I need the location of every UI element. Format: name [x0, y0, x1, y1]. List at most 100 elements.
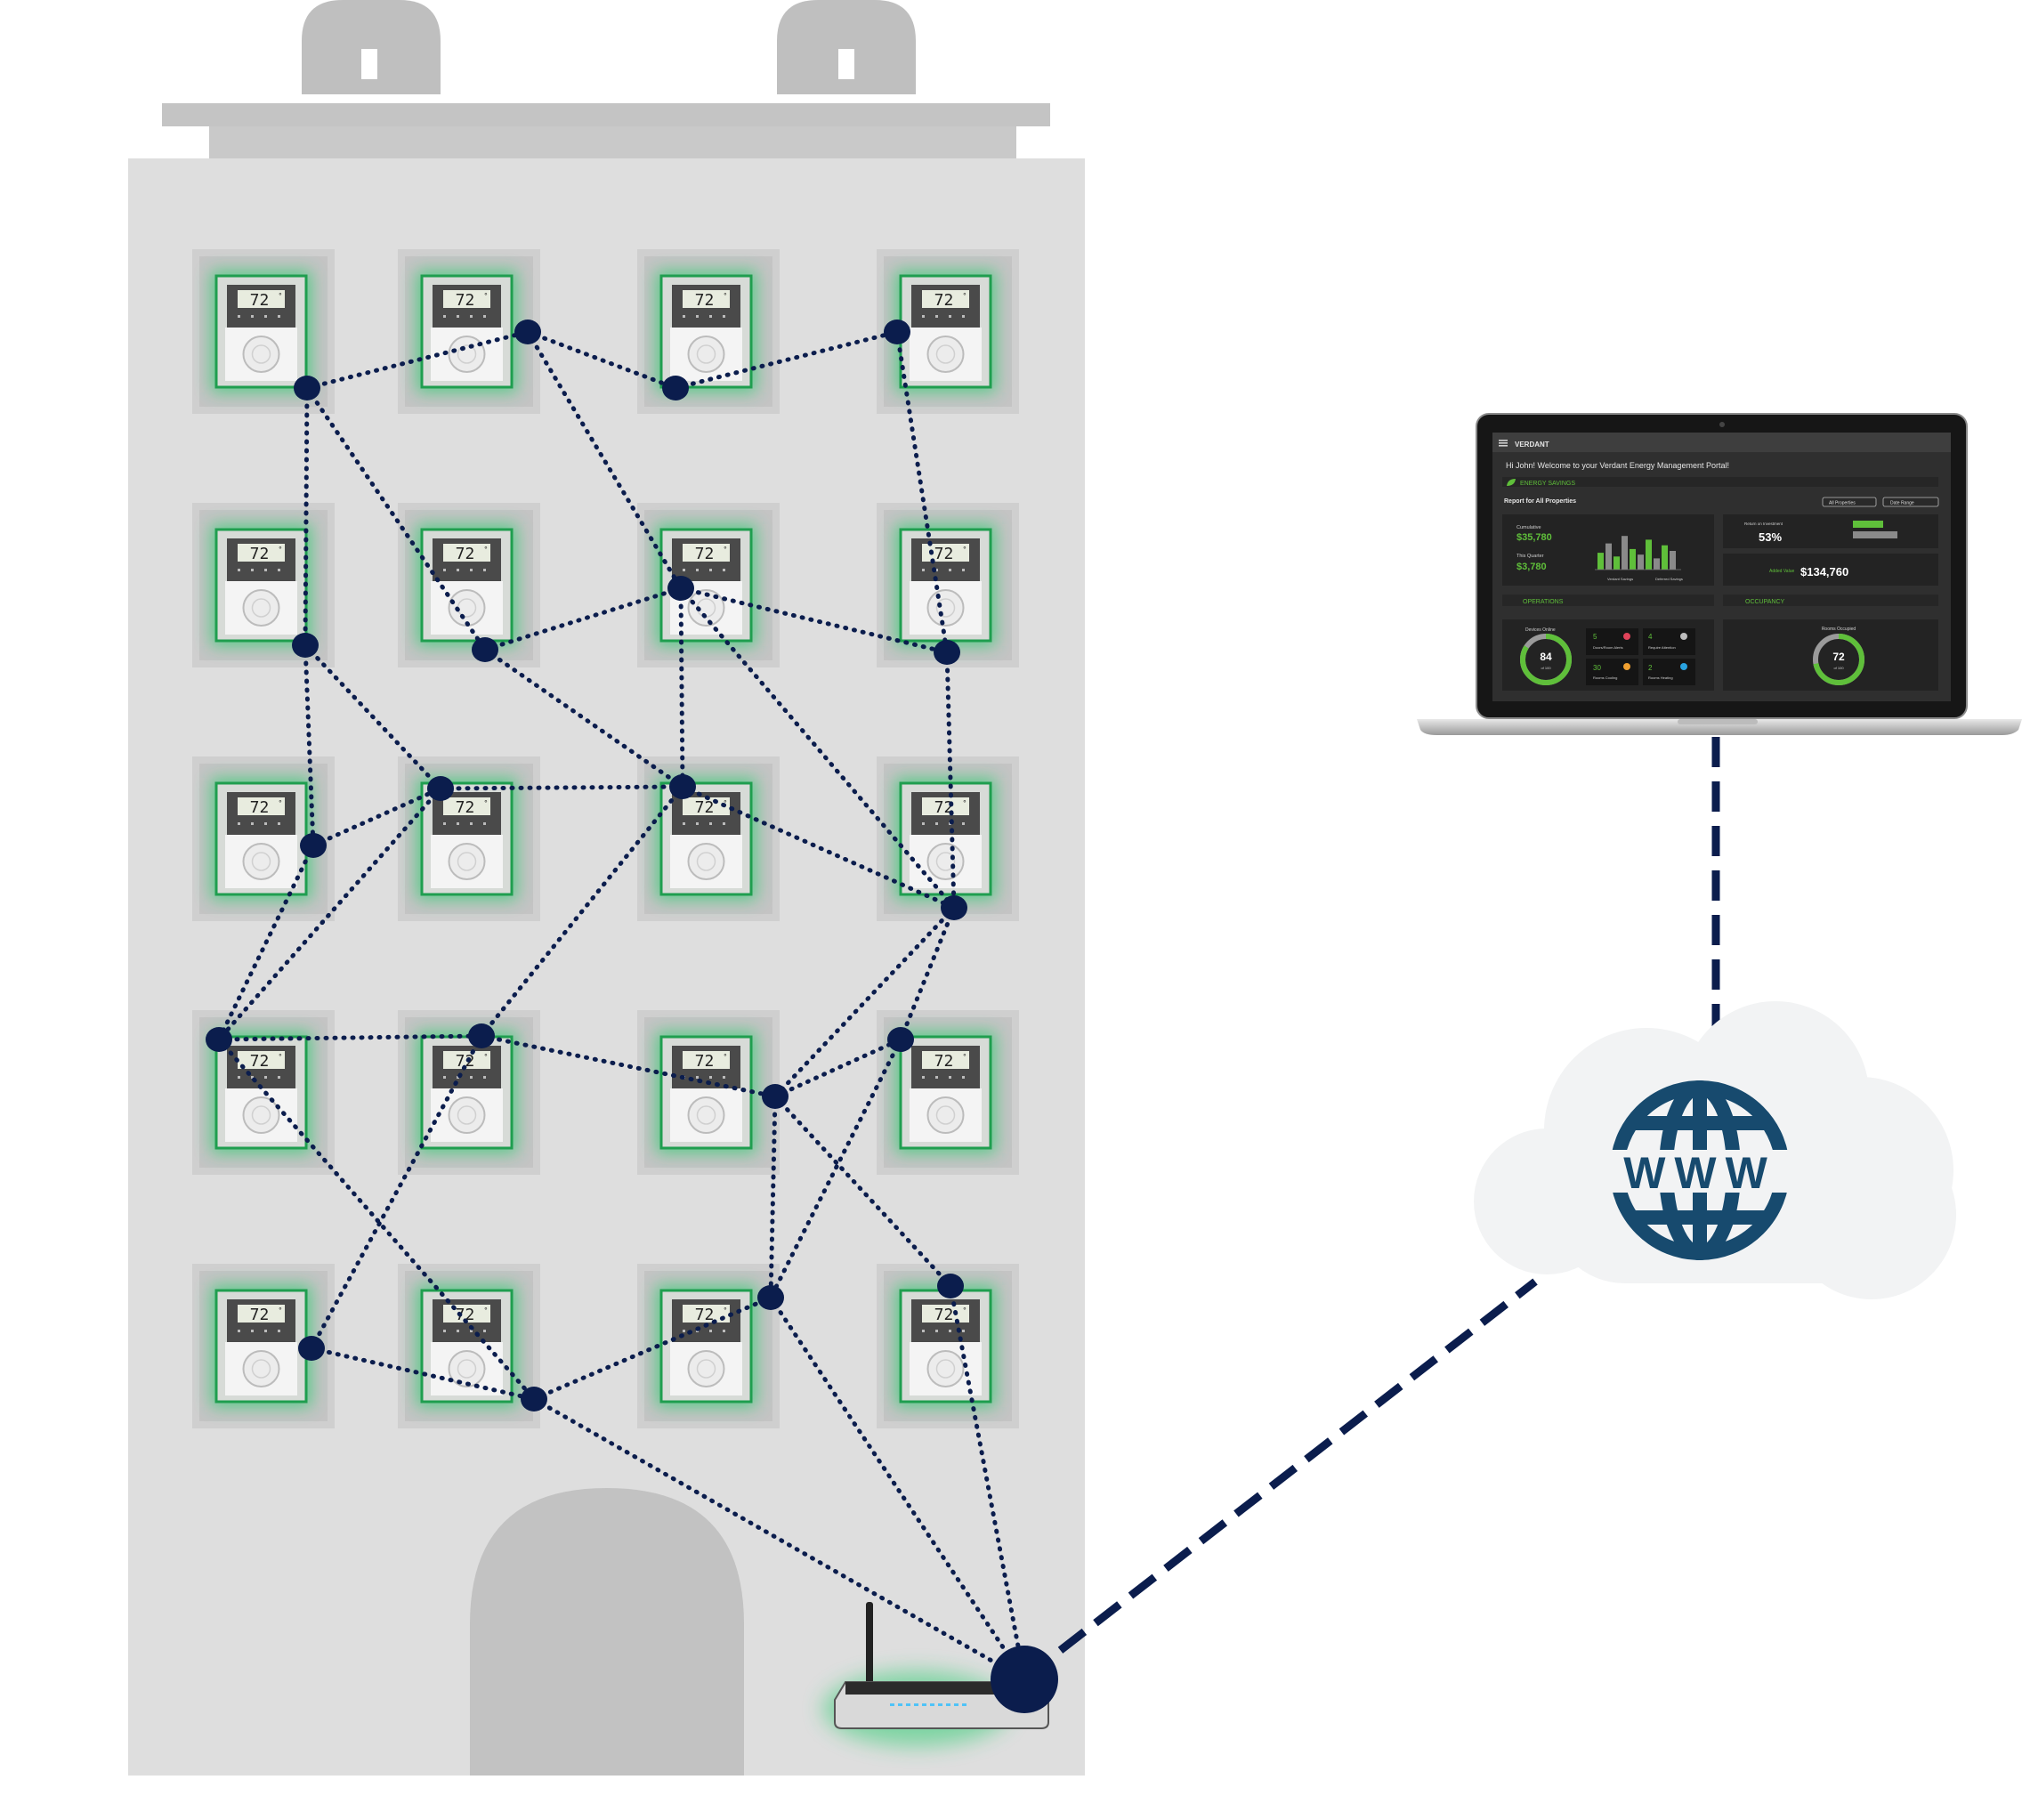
- date-range-label: Date Range: [1890, 501, 1914, 506]
- thermostat-dial: [687, 1096, 725, 1134]
- thermostat-dial-center: [935, 1105, 956, 1125]
- thermostat-button: [962, 1330, 965, 1332]
- roof-parapet: [209, 126, 1016, 158]
- router-led: [946, 1703, 950, 1706]
- thermostat-button: [696, 822, 699, 825]
- thermostat-button: [922, 1076, 925, 1079]
- thermostat-degree: °: [963, 546, 967, 554]
- thermostat-dial: [242, 843, 280, 880]
- thermostat-button: [238, 1330, 240, 1332]
- thermostat-button: [723, 569, 725, 571]
- mesh-link: [216, 1037, 537, 1402]
- mesh-node: [514, 320, 541, 344]
- thermostat-button: [696, 315, 699, 318]
- thermostat-button: [696, 1076, 699, 1079]
- thermostat-window: 72°: [877, 756, 1019, 921]
- thermostat-display: [683, 290, 730, 308]
- mesh-link: [898, 905, 957, 1042]
- operations-bar: [1502, 595, 1714, 606]
- thermostat-temperature: 72: [250, 545, 270, 563]
- mesh-link: [303, 385, 310, 648]
- thermostat-button: [278, 822, 280, 825]
- stat-box-1: [1586, 628, 1638, 655]
- thermostat-button: [949, 1330, 951, 1332]
- thermostat-temperature: 72: [250, 798, 270, 817]
- thermostat-dial-center: [251, 1359, 271, 1379]
- thermostat-button: [683, 569, 685, 571]
- mesh-link: [479, 784, 685, 1039]
- mesh-link: [304, 385, 488, 652]
- thermostat-button: [251, 315, 254, 318]
- devices-online-ring: [1520, 634, 1572, 685]
- mesh-node: [662, 376, 689, 400]
- mesh-link: [531, 1295, 773, 1402]
- thermostat-button: [696, 569, 699, 571]
- thermostat-button: [683, 822, 685, 825]
- chart-bar: [1622, 536, 1628, 570]
- properties-filter-button[interactable]: [1822, 497, 1877, 507]
- mesh-link: [311, 786, 443, 848]
- thermostat-display: [238, 797, 285, 815]
- router-leds: [890, 1703, 967, 1706]
- thermostat-degree: °: [484, 1306, 489, 1314]
- thermostat-degree: °: [963, 292, 967, 300]
- roi-card: [1723, 514, 1938, 548]
- stat-4-dot: [1680, 663, 1687, 670]
- date-range-button[interactable]: [1882, 497, 1939, 507]
- thermostat-button: [922, 822, 925, 825]
- mesh-link: [482, 586, 683, 652]
- thermostat-button: [457, 1076, 459, 1079]
- thermostat-button: [457, 822, 459, 825]
- thermostat-display: [238, 1305, 285, 1323]
- mesh-link: [303, 643, 316, 848]
- thermostat-button: [264, 1330, 267, 1332]
- thermostat-display: [683, 1051, 730, 1069]
- thermostat-button: [238, 569, 240, 571]
- thermostat-degree: °: [724, 292, 728, 300]
- roof-vent-right-slot: [838, 49, 854, 79]
- thermostat-temperature: 72: [934, 545, 954, 563]
- mesh-link: [216, 1033, 484, 1042]
- thermostat-button: [264, 822, 267, 825]
- thermostat-button: [922, 315, 925, 318]
- thermostat-button: [470, 1330, 473, 1332]
- mesh-node: [206, 1027, 232, 1052]
- thermostat-temperature: 72: [695, 545, 715, 563]
- thermostat-display: [238, 544, 285, 562]
- thermostat-display: [443, 544, 490, 562]
- stat-4-label: Rooms Heating: [1648, 675, 1673, 680]
- thermostat-dial: [926, 1096, 965, 1134]
- stat-4-value: 2: [1648, 664, 1653, 672]
- thermostat-window: 72°: [877, 1264, 1019, 1428]
- thermostat-button: [238, 822, 240, 825]
- brand-logo[interactable]: VERDANT: [1515, 441, 1549, 449]
- roof-vent-left: [302, 0, 441, 94]
- router-led: [930, 1703, 934, 1706]
- added-value-label: Added Value: [1769, 569, 1794, 574]
- cumulative-value: $35,780: [1516, 532, 1552, 543]
- roi-value: 53%: [1759, 530, 1782, 544]
- mesh-link: [678, 586, 950, 655]
- energy-savings-title: ENERGY SAVINGS: [1520, 481, 1575, 487]
- thermostat-window: 72°: [637, 249, 780, 414]
- thermostat-display: [922, 1305, 969, 1323]
- router-led: [898, 1703, 902, 1706]
- thermostat-button: [264, 315, 267, 318]
- thermostat-button: [251, 569, 254, 571]
- thermostat-button: [962, 315, 965, 318]
- thermostat-window: 72°: [637, 503, 780, 667]
- thermostat-degree: °: [963, 1306, 967, 1314]
- stat-2-label: Require Attention: [1648, 645, 1676, 650]
- thermostat-button: [470, 315, 473, 318]
- thermostat-window: 72°: [877, 249, 1019, 414]
- mesh-link: [678, 586, 957, 910]
- thermostat-button: [264, 1076, 267, 1079]
- thermostat-degree: °: [484, 799, 489, 807]
- thermostat-display: [922, 290, 969, 308]
- menu-icon[interactable]: [1499, 440, 1508, 447]
- router-led: [938, 1703, 942, 1706]
- thermostat-dial-center: [251, 344, 271, 364]
- roi-bar-gray: [1853, 531, 1897, 538]
- mesh-link: [678, 586, 685, 789]
